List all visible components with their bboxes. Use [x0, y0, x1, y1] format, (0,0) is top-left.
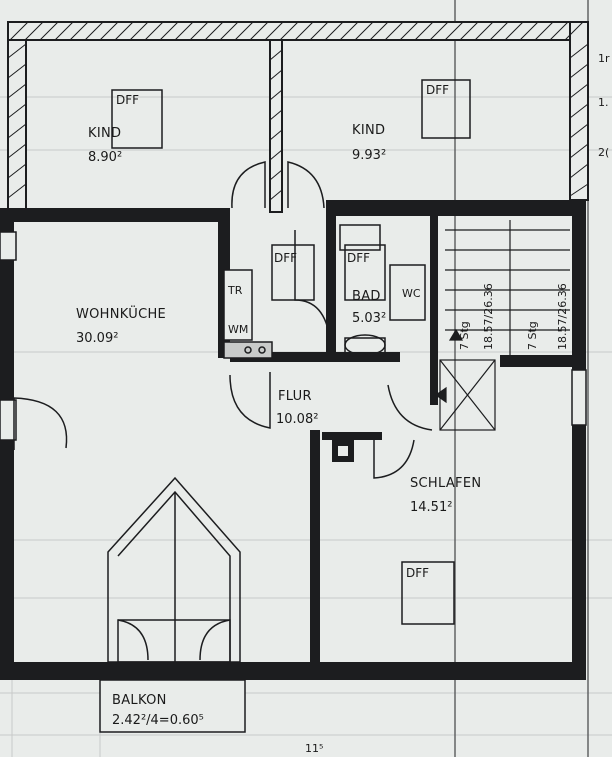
- balkon-area: 2.42²/4=0.60⁵: [112, 713, 204, 728]
- left-windows: [0, 231, 587, 441]
- flur-dff: DFF: [274, 251, 297, 265]
- kind-left-area: 8.90²: [88, 150, 122, 165]
- kind-left-dff: DFF: [116, 93, 139, 107]
- schlafen-area: 14.51²: [410, 500, 452, 515]
- top-wall: [7, 21, 589, 211]
- dff-windows: [111, 79, 471, 625]
- door-swings: [13, 161, 433, 479]
- bathroom-fixtures: [339, 224, 426, 357]
- bad-area: 5.03²: [352, 311, 386, 326]
- balcony-box: [99, 679, 246, 733]
- kind-right-dff: DFF: [426, 83, 449, 97]
- wohnkueche-area: 30.09²: [76, 331, 118, 346]
- kind-right-area: 9.93²: [352, 148, 386, 163]
- stairs-left-steps: 7 Stg: [458, 321, 471, 350]
- kids-divider-wall: [269, 39, 283, 213]
- schlafen-dff: DFF: [406, 566, 429, 580]
- kitchen-counter: [223, 269, 273, 359]
- bad-name: BAD: [352, 289, 381, 304]
- margin-mark-2: 1.: [598, 96, 609, 109]
- stairs-right-steps: 7 Stg: [526, 321, 539, 350]
- kind-right-name: KIND: [352, 123, 385, 138]
- stairs: [434, 220, 570, 431]
- bad-dff: DFF: [347, 251, 370, 265]
- flur-column: [332, 440, 354, 462]
- wohnkueche-name: WOHNKÜCHE: [76, 305, 166, 322]
- balkon-name: BALKON: [112, 693, 167, 708]
- kitchen-wm: WM: [228, 323, 248, 336]
- flur-name: FLUR: [278, 389, 312, 404]
- schlafen-name: SCHLAFEN: [410, 476, 481, 491]
- margin-mark-1: 1r: [598, 52, 610, 65]
- wc-label: WC: [402, 287, 421, 300]
- dimension-bottom: 11⁵: [305, 742, 323, 755]
- margin-mark-3: 2(: [598, 146, 609, 159]
- kitchen-tr: TR: [227, 284, 243, 297]
- kind-left-name: KIND: [88, 126, 121, 141]
- main-walls: [0, 200, 586, 680]
- stairs-left-ratio: 18.57/26.36: [482, 283, 495, 350]
- stairs-right-ratio: 18.57/26.36: [556, 283, 569, 350]
- flur-area: 10.08²: [276, 412, 318, 427]
- balcony-bay: [107, 476, 241, 663]
